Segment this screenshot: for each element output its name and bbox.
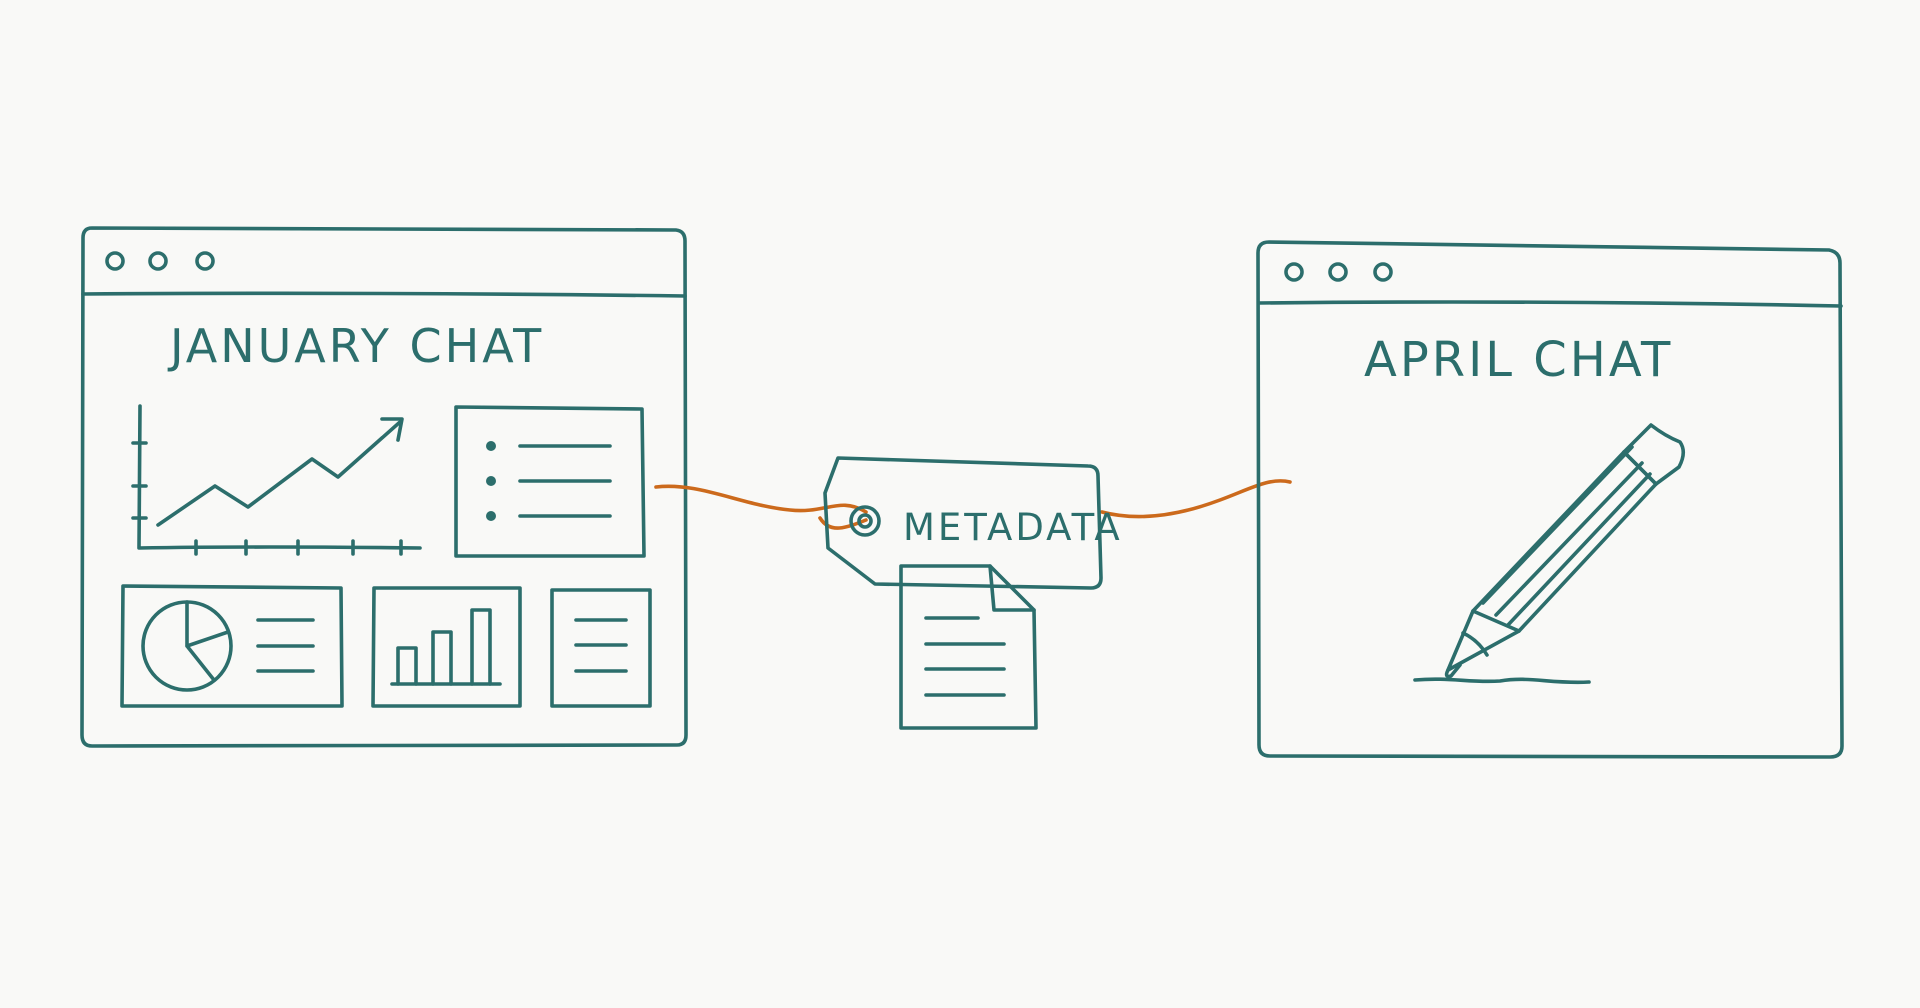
string-left [654, 484, 868, 530]
bullet-list-icon [454, 405, 646, 558]
window-frame [80, 226, 688, 748]
window-title-divider [81, 291, 687, 298]
april-chat-title: APRIL CHAT [1364, 332, 1673, 388]
bar-chart-icon [371, 586, 522, 708]
window-frame [1256, 240, 1844, 759]
pencil-icon [1413, 423, 1686, 685]
text-lines-icon [550, 588, 652, 708]
metadata-label: METADATA [903, 506, 1123, 549]
january-chat-title: JANUARY CHAT [167, 319, 544, 373]
window-controls [105, 251, 215, 271]
window-dot-icon[interactable] [1284, 262, 1304, 282]
bullet-dot [486, 511, 496, 521]
bullet-dot [486, 476, 496, 486]
window-dot-icon[interactable] [148, 251, 168, 271]
window-dot-icon[interactable] [105, 251, 125, 271]
bullet-dot [486, 441, 496, 451]
tag-hole-inner [857, 513, 873, 529]
string-right [1100, 479, 1292, 519]
metadata-tag: METADATA [823, 456, 1123, 730]
window-dot-icon[interactable] [1373, 262, 1393, 282]
pie-chart-icon [120, 584, 344, 708]
window-title-divider [1257, 300, 1843, 308]
tag-hole-outer [849, 505, 881, 537]
connection-strings [654, 479, 1292, 530]
window-dot-icon[interactable] [195, 251, 215, 271]
april-chat-window: APRIL CHAT [1256, 240, 1844, 759]
window-controls [1284, 262, 1393, 282]
document-icon [899, 564, 1038, 730]
line-chart-icon [131, 404, 422, 556]
tag-icon [823, 456, 1103, 590]
window-dot-icon[interactable] [1328, 262, 1348, 282]
january-chat-window: JANUARY CHAT [80, 226, 688, 748]
